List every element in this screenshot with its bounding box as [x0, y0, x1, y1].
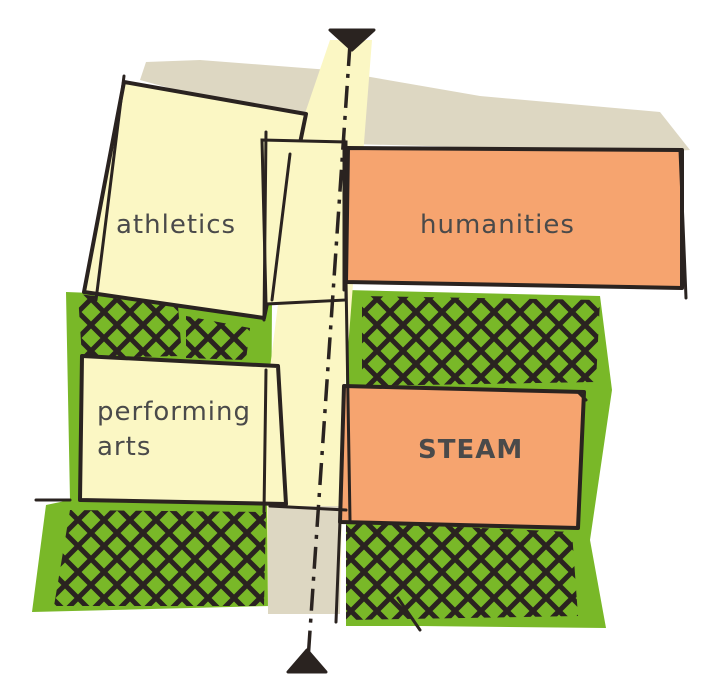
- athletics-label: athletics: [116, 210, 237, 240]
- walkway-lower: [268, 506, 340, 614]
- steam-block: [338, 384, 586, 530]
- top-arrow-icon: [328, 28, 376, 52]
- humanities-label: humanities: [420, 210, 575, 240]
- humanities-block: [344, 146, 684, 290]
- top-road-band: [140, 60, 690, 152]
- performing-arts-label: performing arts: [97, 397, 252, 463]
- performing-arts-block: [78, 354, 288, 506]
- sketch-lines: [34, 74, 688, 632]
- wooded-areas: [54, 294, 600, 620]
- walkway-centerline: [306, 43, 352, 661]
- bottom-arrow-icon: [286, 648, 328, 674]
- steam-label: STEAM: [418, 435, 524, 465]
